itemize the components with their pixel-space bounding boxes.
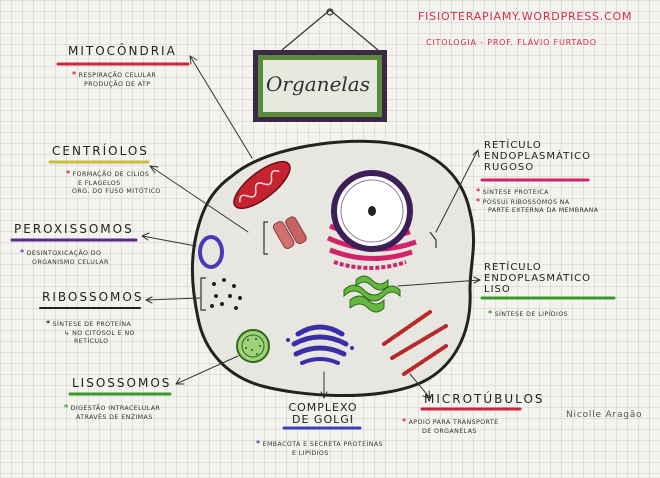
pointer-arrows — [141, 55, 481, 399]
mitochondria-shape — [233, 160, 291, 210]
notes-microtubulos: *APOIO PARA TRANSPORTE DE ORGANELAS — [402, 417, 499, 435]
notes-golgi: *EMBACOTA E SECRETA PROTEÍNAS E LIPÍDIOS — [256, 439, 383, 457]
label-golgi: COMPLEXO DE GOLGI — [288, 401, 358, 426]
notes-rel: *SÍNTESE DE LIPÍDIOS — [488, 309, 569, 318]
notes-rer: *SÍNTESE PROTEICA *POSSUI RIBOSSOMOS NA … — [476, 187, 599, 214]
ribosomes-shape — [200, 277, 242, 311]
notes-peroxissomos: *DESINTOXICAÇÃO DO ORGANISMO CELULAR — [20, 248, 109, 266]
frame-title: Organelas — [266, 72, 370, 96]
course-subtitle: CITOLOGIA - PROF. FLÁVIO FURTADO — [426, 38, 597, 47]
label-centriolos: CENTRÍOLOS — [52, 144, 149, 158]
lysosome-shape — [236, 329, 270, 363]
centrioles-shape — [263, 216, 307, 255]
label-ribossomos: RIBOSSOMOS — [42, 290, 144, 304]
frame-sign — [253, 8, 387, 122]
golgi-shape — [286, 324, 354, 365]
notes-ribossomos: *SÍNTESE DE PROTEÍNA ↳ NO CITOSOL E NO R… — [46, 319, 135, 345]
peroxisome-shape — [198, 235, 224, 269]
author-signature: Nicolle Aragão — [566, 410, 643, 420]
label-mitocondria: MITOCÔNDRIA — [68, 44, 177, 58]
microtubules-shape — [382, 310, 448, 376]
label-rel: RETÍCULO ENDOPLASMÁTICO LISO — [484, 262, 591, 295]
label-lisossomos: LISOSSOMOS — [72, 376, 172, 390]
site-url: FISIOTERAPIAMY.WORDPRESS.COM — [418, 10, 633, 23]
label-rer: RETÍCULO ENDOPLASMÁTICO RUGOSO — [484, 140, 591, 173]
notes-mitocondria: *RESPIRAÇÃO CELULAR PRODUÇÃO DE ATP — [72, 70, 157, 88]
nucleus-shape — [326, 170, 437, 270]
notes-centriolos: *FORMAÇÃO DE CÍLIOS E FLAGELOS ORG. DO F… — [66, 169, 161, 195]
smooth-er-shape — [343, 275, 401, 313]
notes-lisossomos: *DIGESTÃO INTRACELULAR ATRAVÉS DE ENZIMA… — [64, 403, 161, 421]
label-microtubulos: MICROTÚBULOS — [424, 392, 545, 406]
label-peroxissomos: PEROXISSOMOS — [14, 222, 134, 236]
